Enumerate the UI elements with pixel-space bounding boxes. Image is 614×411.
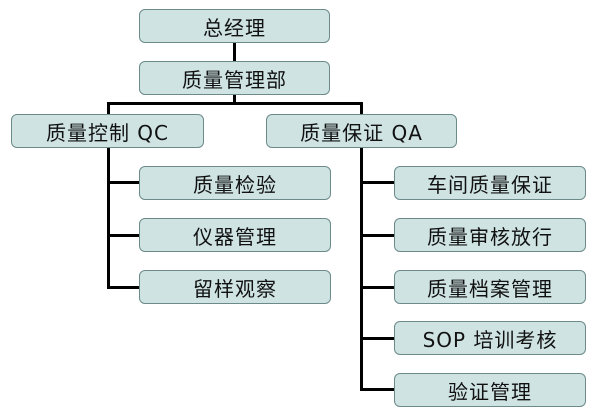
node-quality-control: 质量控制 QC bbox=[11, 114, 204, 148]
node-qc-retained-sample: 留样观察 bbox=[139, 270, 331, 304]
node-qa-workshop: 车间质量保证 bbox=[394, 166, 586, 200]
node-qc-inspection: 质量检验 bbox=[139, 166, 331, 200]
connector-branch-qc bbox=[107, 102, 110, 115]
connector-qc-trunk bbox=[107, 148, 110, 289]
connector-root-dept bbox=[233, 43, 236, 61]
node-quality-department: 质量管理部 bbox=[139, 61, 330, 95]
node-qa-sop-training: SOP 培训考核 bbox=[394, 321, 586, 355]
node-qa-archives: 质量档案管理 bbox=[394, 270, 586, 304]
node-qa-release-review: 质量审核放行 bbox=[394, 218, 586, 252]
connector-dept-down bbox=[233, 95, 236, 104]
node-qc-instrument: 仪器管理 bbox=[139, 218, 331, 252]
connector-qa-child-2 bbox=[360, 234, 395, 237]
connector-qa-child-5 bbox=[360, 388, 395, 391]
connector-branch-horizontal bbox=[107, 102, 363, 105]
connector-qc-child-1 bbox=[107, 181, 140, 184]
connector-qc-child-2 bbox=[107, 234, 140, 237]
node-quality-assurance: 质量保证 QA bbox=[266, 114, 457, 148]
node-general-manager: 总经理 bbox=[139, 9, 330, 43]
connector-branch-qa bbox=[360, 102, 363, 115]
connector-qa-child-3 bbox=[360, 286, 395, 289]
connector-qa-trunk bbox=[360, 148, 363, 391]
node-qa-validation: 验证管理 bbox=[394, 373, 586, 407]
connector-qc-child-3 bbox=[107, 286, 140, 289]
connector-qa-child-4 bbox=[360, 337, 395, 340]
connector-qa-child-1 bbox=[360, 181, 395, 184]
